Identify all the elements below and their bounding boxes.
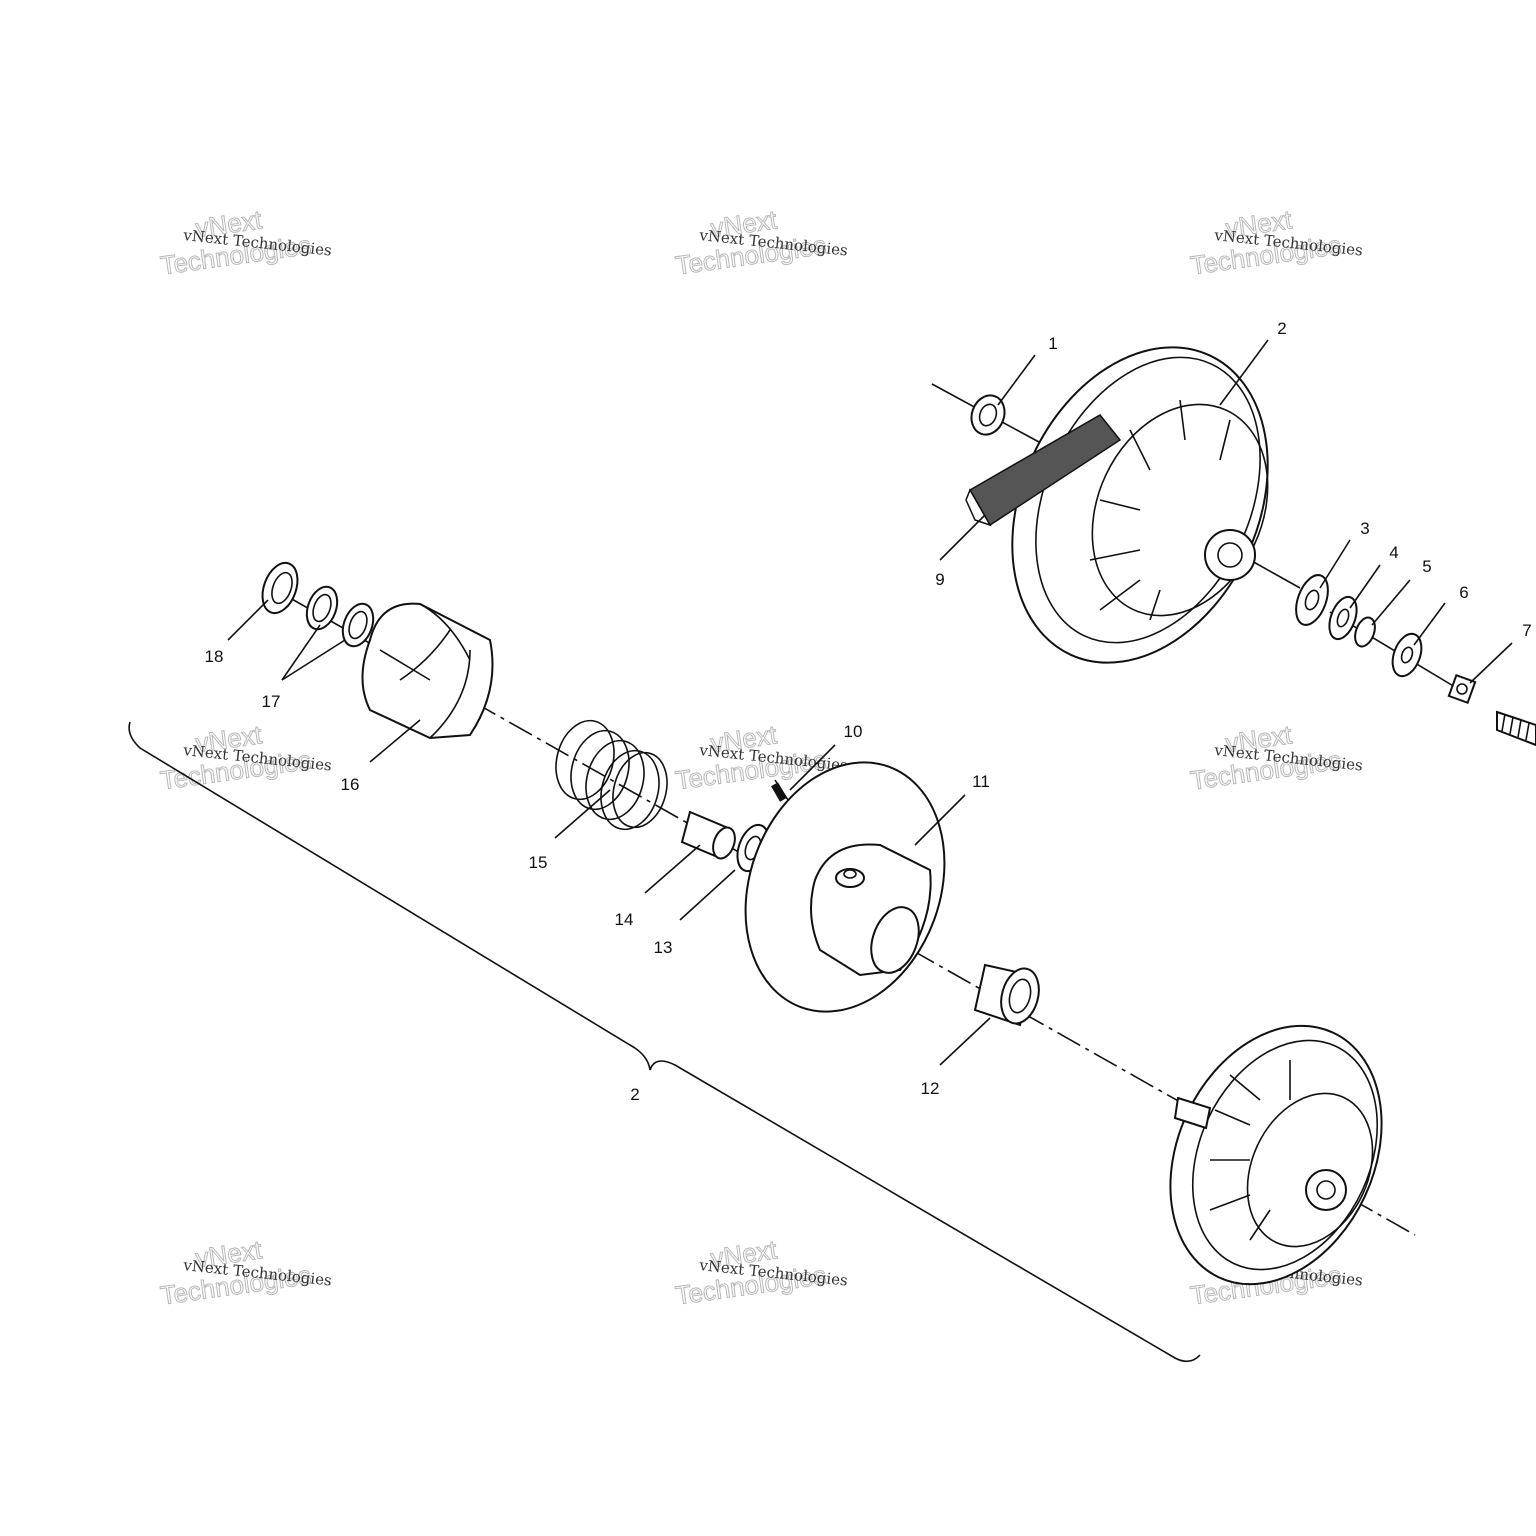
callout-16: 16: [341, 775, 360, 794]
part-5-spacer: [1354, 616, 1376, 648]
part-12-bearing: [973, 963, 1040, 1027]
callout-5: 5: [1422, 557, 1431, 576]
part-18-snap-ring: [261, 561, 299, 615]
callout-4: 4: [1389, 543, 1398, 562]
callout-14: 14: [615, 910, 634, 929]
callout-9: 9: [935, 570, 944, 589]
leader-lines: [227, 339, 1513, 1066]
part-16-helix-cam: [361, 602, 494, 740]
part-15-spring: [555, 719, 668, 831]
callout-11: 11: [972, 772, 990, 791]
callout-10: 10: [844, 722, 863, 741]
part-17-bushing: [305, 585, 339, 631]
part-2-sheave: [1011, 346, 1269, 664]
part-11-moveable-sheave: [744, 761, 946, 1013]
callout-7: 7: [1522, 621, 1531, 640]
callout-18: 18: [205, 647, 224, 666]
part-3-washer: [1295, 574, 1329, 626]
callout-assembly: 2: [630, 1085, 639, 1104]
callout-12: 12: [921, 1079, 940, 1098]
callout-1: 1: [1048, 334, 1057, 353]
bolt: [1496, 710, 1536, 747]
part-6-washer: [1391, 632, 1423, 678]
callout-2: 2: [1277, 319, 1286, 338]
part-17-bushing: [341, 602, 375, 648]
callout-13: 13: [654, 938, 673, 957]
part-14-sleeve: [680, 810, 736, 860]
callout-15: 15: [529, 853, 548, 872]
callout-17: 17: [262, 692, 281, 711]
callout-6: 6: [1459, 583, 1468, 602]
upper-axis-line: [1249, 559, 1301, 589]
assembly-bracket: [128, 721, 1201, 1363]
callout-3: 3: [1360, 519, 1369, 538]
part-1-washer: [970, 394, 1006, 436]
part-7-nut: [1447, 673, 1477, 705]
stationary-sheave: [1169, 1024, 1383, 1286]
